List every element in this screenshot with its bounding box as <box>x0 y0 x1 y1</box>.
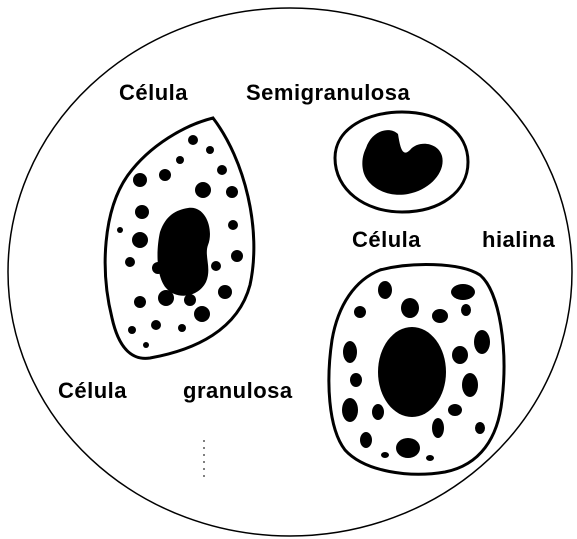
granular-cell <box>329 265 504 475</box>
hyaline-cell <box>335 112 468 212</box>
label-granular-word2: granulosa <box>183 378 293 403</box>
label-hyaline-word2: hialina <box>482 227 555 252</box>
label-hyaline-word1: Célula <box>352 227 421 252</box>
label-granular-word1: Célula <box>58 378 127 403</box>
label-semigranular-word1: Célula <box>119 80 188 105</box>
label-semigranular-word2: Semigranulosa <box>246 80 410 105</box>
semigranular-cell <box>105 118 254 358</box>
granular-cell-nucleus <box>378 327 446 417</box>
